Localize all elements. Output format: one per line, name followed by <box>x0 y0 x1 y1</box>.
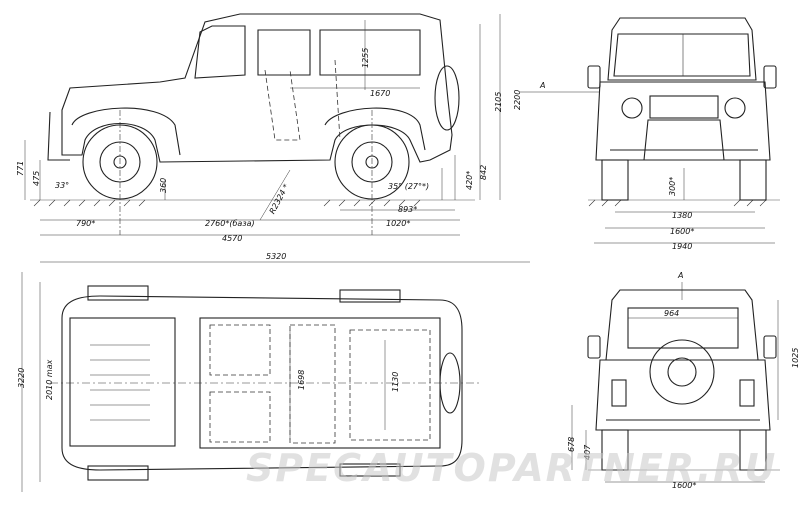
side-view: 1255 1670 2200 2105 771 475 33° 360 R232… <box>16 13 522 243</box>
top-wheel-front-right <box>87 465 149 481</box>
side-hitch-height: 420* <box>465 171 474 190</box>
front-windshield <box>613 33 751 77</box>
front-wheel-right <box>739 159 767 201</box>
side-body-outline <box>61 13 453 163</box>
front-wheel-left <box>601 159 629 201</box>
watermark: SPECAUTOPARTNER.RU <box>246 446 778 490</box>
rear-taillight-left <box>611 379 627 407</box>
rear-window-width: 964 <box>664 309 679 318</box>
side-rear-fender <box>324 107 426 151</box>
side-bumper-height: 771 <box>16 161 25 176</box>
top-overall-length: 5320 <box>266 252 286 261</box>
front-cab-outline <box>607 17 757 81</box>
front-track-front: 1380 <box>672 211 692 220</box>
side-front-overhang: 790* <box>76 219 95 228</box>
rear-track-width: 1600* <box>672 481 696 490</box>
side-rear-height: 842 <box>479 165 488 180</box>
rear-hitch-height: 678 <box>567 437 576 452</box>
front-overall-width: 1940 <box>672 242 692 251</box>
top-view: 5320 3220 2010 max 1698 1130 <box>17 252 530 492</box>
side-spare-wheel <box>434 65 460 131</box>
top-seat-front-left <box>209 324 271 376</box>
rear-spare-rim <box>667 357 697 387</box>
top-width-mirrors: 2010 max <box>45 359 54 400</box>
rear-window <box>627 307 739 349</box>
side-overall-height: 2200 <box>513 90 522 110</box>
rear-label-a: A <box>677 271 683 280</box>
rear-mirror-right <box>763 335 777 359</box>
side-roof-height: 1255 <box>361 48 370 68</box>
top-seat-rear <box>349 329 431 441</box>
top-rear-seat-width: 1130 <box>391 372 400 392</box>
front-ground-clearance: 300* <box>668 177 677 196</box>
side-ground-hatch <box>33 199 421 207</box>
front-headlight-left <box>621 97 643 119</box>
side-rear-overhang-partial: 893* <box>398 205 417 214</box>
top-wheel-front-left <box>87 285 149 301</box>
top-hood <box>69 317 176 447</box>
side-approach-angle: 33° <box>55 181 69 190</box>
rear-cab-outline <box>605 289 759 361</box>
top-wheel-rear-left <box>339 289 401 303</box>
side-departure-angle: 35° (27°*) <box>388 182 429 191</box>
side-rear-overhang: 1020* <box>386 219 410 228</box>
rear-body <box>595 359 771 431</box>
top-max-width: 3220 <box>17 368 26 388</box>
front-body <box>595 81 771 161</box>
front-ground-hatch <box>588 199 767 207</box>
rear-step-height: 407 <box>583 444 592 460</box>
side-window-rear <box>319 29 421 76</box>
side-window-front <box>194 25 246 79</box>
side-overall-length: 4570 <box>222 234 242 243</box>
front-mirror-right <box>763 65 777 89</box>
side-cargo-length: 1670 <box>370 89 390 98</box>
side-step-height: 475 <box>32 171 41 186</box>
rear-mirror-left <box>587 335 601 359</box>
front-grille <box>649 95 719 119</box>
side-body-height: 2105 <box>494 92 503 112</box>
side-seat-rear <box>334 59 341 141</box>
side-seat-front <box>264 69 301 141</box>
top-hood-vents <box>90 344 150 421</box>
top-seat-width: 1698 <box>297 370 306 390</box>
front-headlight-right <box>724 97 746 119</box>
front-label-a: A <box>539 81 545 90</box>
side-ramp-angle: R2324 * <box>268 183 291 216</box>
side-window-middle <box>257 29 311 76</box>
front-bullbar <box>643 119 725 161</box>
front-mirror-left <box>587 65 601 89</box>
rear-view: A 964 1025 678 407 1600* <box>567 271 800 490</box>
rear-taillight-right <box>739 379 755 407</box>
top-seat-front-right <box>209 391 271 443</box>
side-front-fender <box>71 107 181 156</box>
side-clearance: 360 <box>159 178 168 193</box>
side-bullbar <box>47 111 70 161</box>
front-track-width: 1600* <box>670 227 694 236</box>
side-wheelbase: 2760*(база) <box>205 219 255 228</box>
rear-spare-wheel <box>649 339 715 405</box>
rear-height: 1025 <box>791 348 800 368</box>
side-dim-ramp-line <box>259 169 291 221</box>
top-wheel-rear-right <box>339 463 401 477</box>
front-view: A 300* 1380 1600* 1940 <box>520 17 780 251</box>
